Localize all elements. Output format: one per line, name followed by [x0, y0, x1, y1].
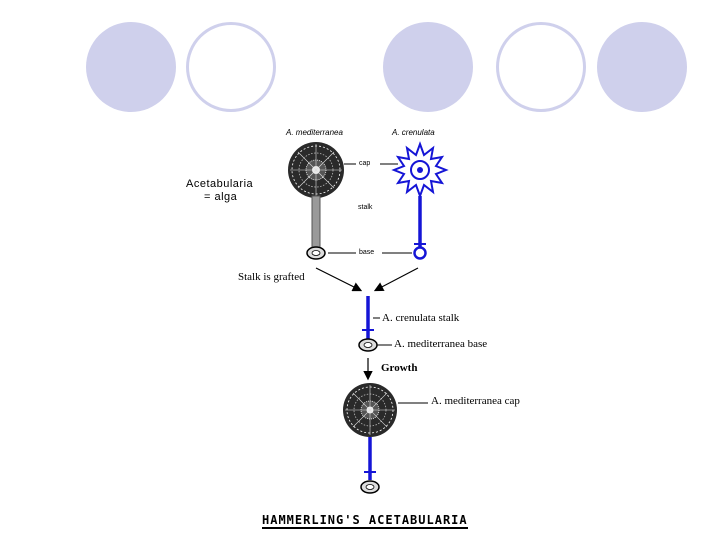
diagram-caption: HAMMERLING'S ACETABULARIA	[262, 513, 468, 529]
crenulata-cap-icon	[391, 141, 449, 199]
base-label: base	[359, 249, 375, 256]
mediterranea-stalk	[311, 195, 321, 249]
crenulata-rhizoid-icon	[413, 246, 427, 260]
grafted-rhizoid-icon	[358, 338, 378, 352]
decor-circle-2	[186, 22, 276, 112]
mediterranea-rhizoid-icon	[306, 246, 326, 260]
decor-circle-5	[597, 22, 687, 112]
acetabularia-label: Acetabularia	[186, 178, 254, 190]
mediterranea-cap-label: A. mediterranea cap	[431, 395, 520, 407]
decor-circle-1	[86, 22, 176, 112]
graft-arrow-left	[315, 267, 363, 292]
decor-circle-3	[383, 22, 473, 112]
mediterranea-cap-icon	[288, 142, 344, 198]
mediterranea-title: A. mediterranea	[286, 128, 343, 137]
mediterranea-base-label: A. mediterranea base	[394, 338, 488, 350]
crenulata-stalk-label: A. crenulata stalk	[382, 312, 460, 324]
regenerated-rhizoid-icon	[360, 480, 380, 494]
alga-label: = alga	[204, 191, 238, 203]
regenerated-mediterranea-cap-icon	[343, 383, 397, 437]
stalk-label: stalk	[358, 204, 373, 211]
decor-circle-4	[496, 22, 586, 112]
cap-label: cap	[359, 160, 371, 167]
crenulata-title: A. crenulata	[392, 128, 435, 137]
graft-arrow-right	[373, 267, 419, 292]
growth-label: Growth	[381, 362, 418, 374]
stalk-grafted-label: Stalk is grafted	[238, 271, 305, 283]
